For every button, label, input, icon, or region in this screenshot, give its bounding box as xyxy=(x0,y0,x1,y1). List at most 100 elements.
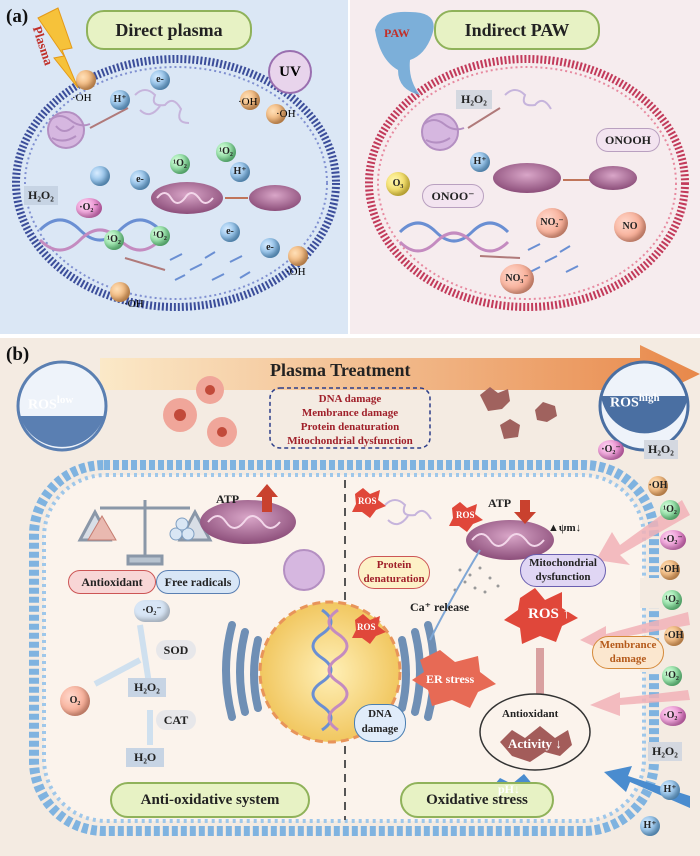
ros-big-label: ROS ↑ xyxy=(528,606,571,622)
ros-burst-small-icon xyxy=(352,488,386,518)
proton-bubble: H⁺ xyxy=(110,90,130,110)
ca-particles xyxy=(453,566,500,594)
electron-bubble: e- xyxy=(260,238,280,258)
o2-bubble: O₂ xyxy=(60,686,90,716)
ph-label: pH↓ xyxy=(498,782,521,796)
singlet-oxygen-bubble: ¹O₂ xyxy=(170,154,190,174)
ros-big-text: ROS xyxy=(528,606,559,622)
direct-cell-membrane-inner xyxy=(24,66,328,300)
ca-release-label: Ca⁺ release xyxy=(410,600,470,614)
proton-bubble: H⁺ xyxy=(660,780,680,800)
ros-mito-label: ROS xyxy=(456,510,475,520)
ros-nucleus-label: ROS xyxy=(357,622,376,632)
activity-label: Activity ↓ xyxy=(508,736,562,751)
nucleus-dna-icon xyxy=(311,608,349,732)
protein-tangle-right-icon xyxy=(421,113,465,151)
h2o2-b-box: H₂O₂ xyxy=(128,678,166,697)
direct-cell-membrane xyxy=(12,55,340,311)
er-left-icon xyxy=(222,621,262,721)
damage-item: Mitochondrial dysfunction xyxy=(287,435,413,447)
indirect-cell-membrane-inner xyxy=(377,66,677,300)
atp-right-label: ATP xyxy=(488,496,512,510)
singlet-oxygen-bubble: ¹O₂ xyxy=(150,226,170,246)
proton-bubble-right: H⁺ xyxy=(470,152,490,172)
er-stress-burst-icon xyxy=(412,650,496,708)
hydroxyl-label: ·OH xyxy=(276,108,296,120)
direct-plasma-title: Direct plasma xyxy=(86,10,252,50)
dna-damage-pill: DNA damage xyxy=(354,704,406,742)
proton-bubble: H⁺ xyxy=(640,816,660,836)
superoxide-b-bubble: ·O₂⁻ xyxy=(134,600,170,622)
ros-high-sup: high xyxy=(638,392,660,404)
plasma-bolt-icon xyxy=(37,7,79,89)
damaged-mitochondrion-icon xyxy=(249,185,301,211)
protein-blob-icon xyxy=(283,549,325,591)
membrane-damage-pill: Membrance damage xyxy=(592,636,664,669)
balance-scale-icon xyxy=(77,500,213,566)
psi-m-text: ψm xyxy=(558,522,576,534)
singlet-oxygen-bubble: ¹O₂ xyxy=(662,590,682,610)
ros-high-label: ROShigh xyxy=(610,392,660,412)
antioxidant-pill: Antioxidant xyxy=(68,570,156,594)
dna-helix-right-icon xyxy=(398,221,510,253)
paw-droplet-icon xyxy=(375,11,434,95)
ph-text: pH xyxy=(498,782,515,796)
superoxide-bubble: ·O₂⁻ xyxy=(660,530,686,550)
sod-pill: SOD xyxy=(156,640,196,660)
hydroxyl-label: ·OH xyxy=(124,298,144,310)
h2o2-right-box: H₂O₂ xyxy=(648,742,682,761)
electron-bubble: e- xyxy=(150,70,170,90)
ros-high-base: ROS xyxy=(610,395,639,411)
electron-bubble: e- xyxy=(220,222,240,242)
ozone-bubble: O₃ xyxy=(386,172,410,196)
h2o2-right-box: H₂O₂ xyxy=(644,440,678,459)
hydroxyl-bubble xyxy=(266,104,286,124)
ca-release-arrow xyxy=(429,549,481,641)
onoo-pill: ONOO⁻ xyxy=(422,184,484,208)
h2o2-box: H₂O₂ xyxy=(24,186,58,205)
protein-tangle-icon xyxy=(47,111,91,149)
free-radicals-pill: Free radicals xyxy=(156,570,240,594)
damage-list: DNA damage Membrance damage Protein dena… xyxy=(272,392,428,448)
unfolded-protein-b-icon xyxy=(384,499,432,526)
h2o2-box-right: H₂O₂ xyxy=(456,90,492,109)
anti-oxidative-system-title: Anti-oxidative system xyxy=(110,782,310,818)
atp-up-arrow xyxy=(256,484,278,512)
ros-low-label: ROSlow xyxy=(28,394,73,414)
ros-low-base: ROS xyxy=(28,397,57,413)
proton-bubble: H⁺ xyxy=(230,162,250,182)
antioxidant-right-label: Antioxidant xyxy=(502,708,559,720)
damage-list-box xyxy=(269,387,431,449)
singlet-oxygen-bubble: ¹O₂ xyxy=(662,666,682,686)
mitochondrion-left-icon xyxy=(200,500,296,544)
indirect-cell-membrane xyxy=(365,55,689,311)
hydroxyl-bubble xyxy=(288,246,308,266)
psi-m-label: ▲ψm↓ xyxy=(548,522,582,534)
dna-helix-icon xyxy=(38,218,162,252)
oxidative-stress-title: Oxidative stress xyxy=(400,782,554,818)
mitochondrion-right-icon xyxy=(493,163,561,193)
ros-low-sup: low xyxy=(56,394,74,406)
ros-small-label: ROS xyxy=(358,496,377,506)
er-stress-label: ER stress xyxy=(426,672,475,686)
protein-denaturation-pill: Protein denaturation xyxy=(358,556,430,589)
atp-left-label: ATP xyxy=(216,492,240,506)
ros-burst-big-icon xyxy=(504,588,578,644)
damage-item: Protein denaturation xyxy=(300,421,400,433)
proton-bubble xyxy=(90,166,110,186)
plasma-treatment-arrow xyxy=(100,345,700,403)
indirect-paw-title: Indirect PAW xyxy=(434,10,600,50)
plasma-treatment-title: Plasma Treatment xyxy=(270,360,411,380)
unfolded-protein-right-icon xyxy=(504,89,552,110)
hydroxyl-bubble: ·OH xyxy=(664,626,684,646)
ros-burst-mito-icon xyxy=(449,502,483,532)
singlet-oxygen-bubble: ¹O₂ xyxy=(216,142,236,162)
ros-burst-nucleus-icon xyxy=(352,614,386,644)
hydroxyl-bubble xyxy=(240,90,260,110)
mitochondrion-right-b-icon xyxy=(466,520,554,560)
hydroxyl-bubble: ·OH xyxy=(648,476,668,496)
singlet-oxygen-bubble: ¹O₂ xyxy=(660,500,680,520)
hydroxyl-label: ·OH xyxy=(286,266,306,278)
dna-fragments-right-icon xyxy=(527,243,579,273)
